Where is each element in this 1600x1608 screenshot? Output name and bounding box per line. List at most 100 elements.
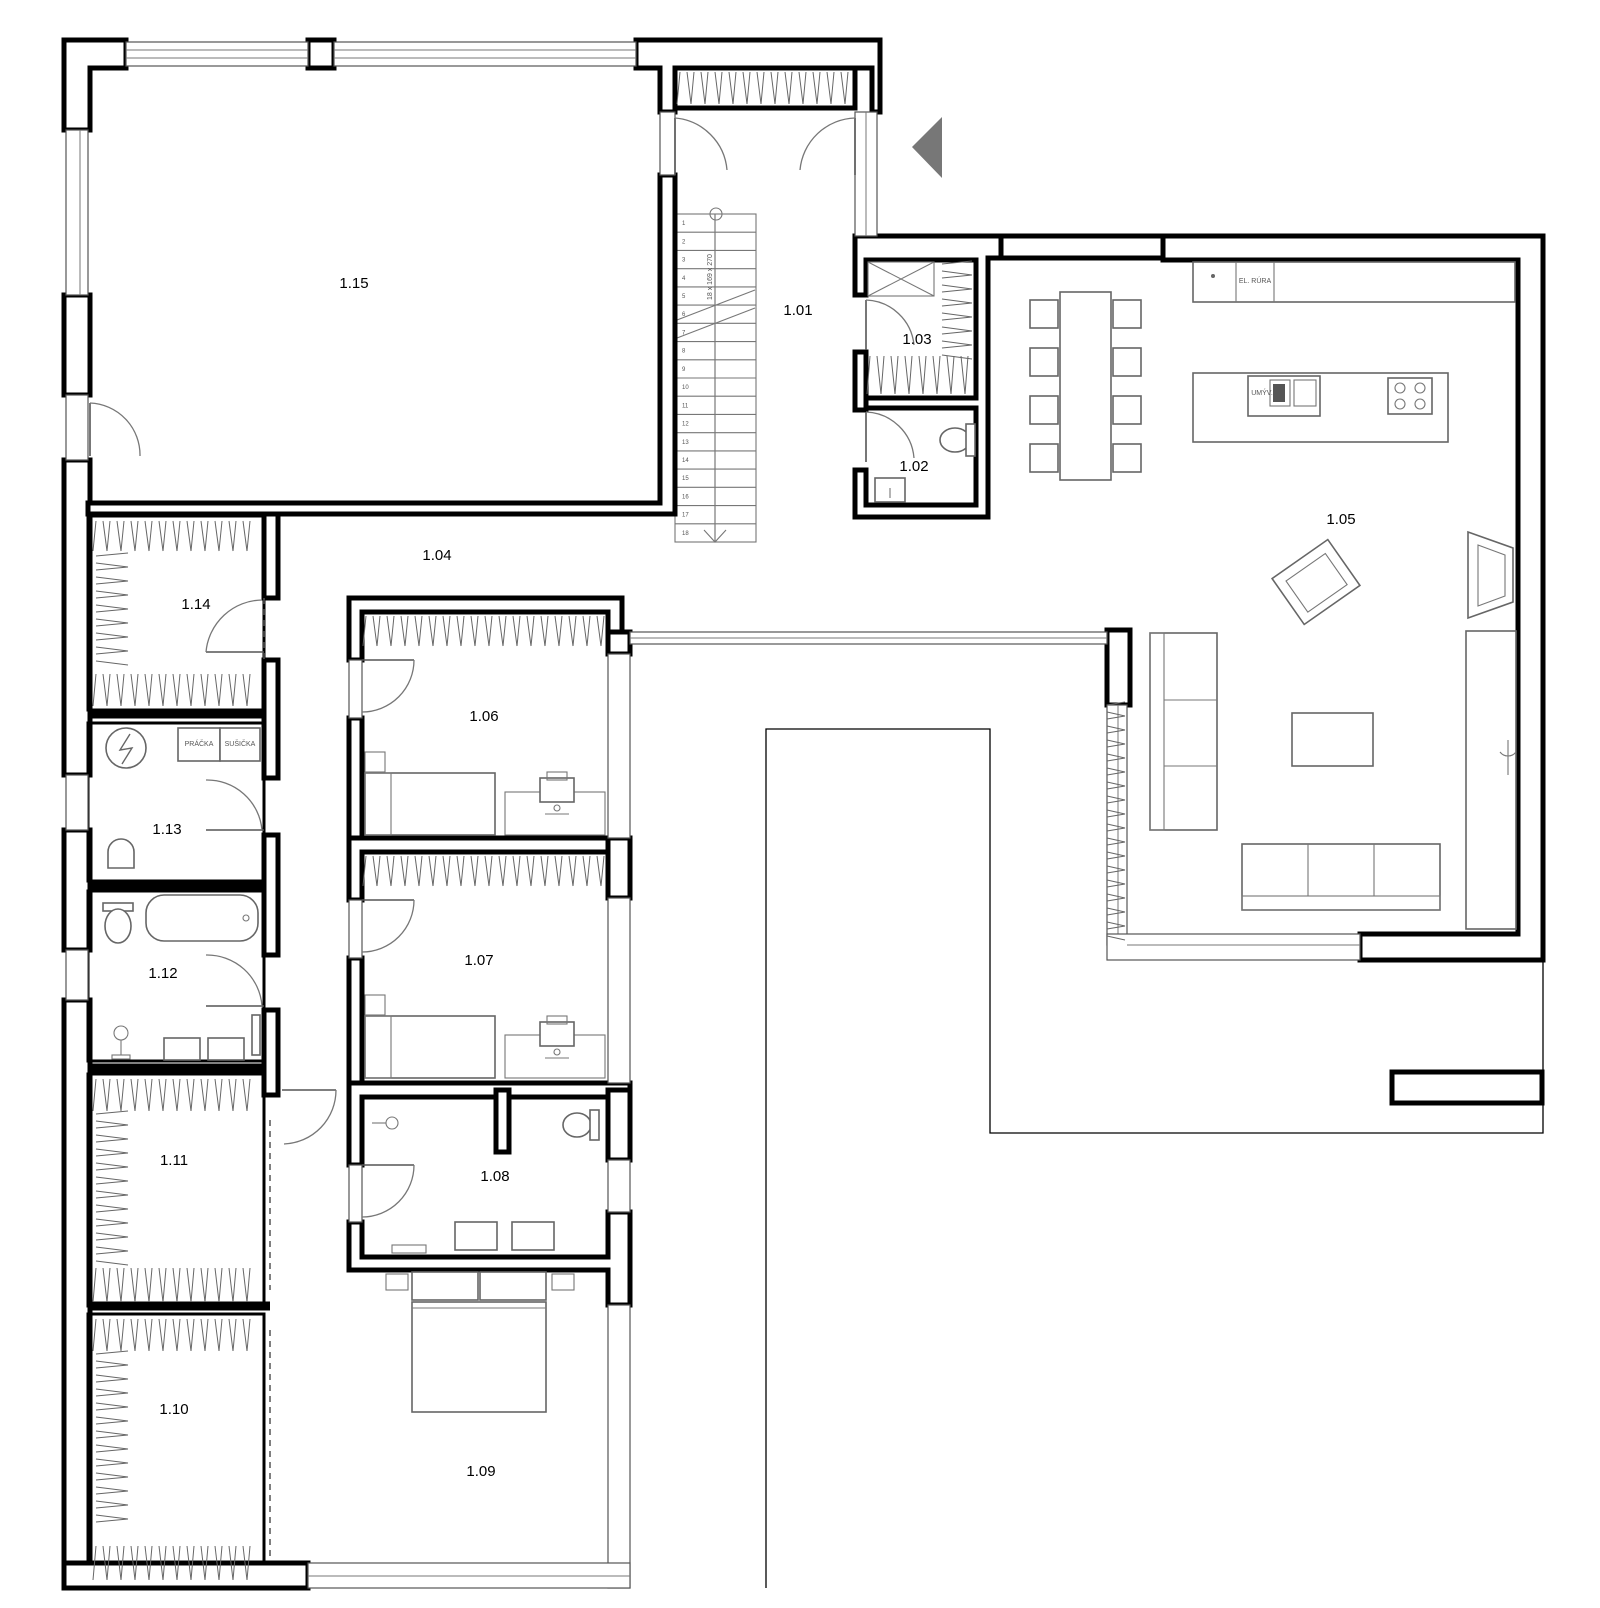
hatch-line — [200, 673, 206, 707]
hatch-line — [95, 1472, 129, 1478]
chair — [1029, 395, 1059, 425]
hatch-line — [228, 520, 234, 552]
hatch-line — [600, 855, 605, 887]
hatch-line — [102, 673, 108, 707]
hatch-line — [95, 660, 129, 666]
hatch-line — [95, 590, 129, 596]
hatch-line — [95, 1406, 129, 1411]
stair-step-number: 12 — [682, 422, 689, 428]
hatch-line — [186, 1318, 192, 1352]
entrance-arrow-icon — [912, 117, 942, 178]
hatch-line — [120, 1545, 125, 1581]
hatch-line — [95, 1124, 129, 1129]
hatch-line — [746, 71, 751, 105]
hatch-line — [232, 1267, 237, 1303]
hatch-line — [130, 1267, 136, 1303]
doors — [89, 117, 915, 1218]
hatch-line — [116, 1078, 122, 1112]
hatch-line — [690, 71, 695, 105]
hatch-line — [516, 615, 521, 647]
hatch-line — [544, 615, 549, 647]
wall-column — [1104, 627, 1133, 708]
hatch-line — [172, 1545, 178, 1581]
hatch-line — [1106, 739, 1126, 745]
hatch-line — [95, 1458, 129, 1464]
stair-step-number: 2 — [682, 239, 686, 245]
sofa-bottom — [1241, 843, 1441, 911]
hatch-line — [95, 1392, 129, 1397]
hatch-line — [95, 1166, 129, 1171]
hatch-line — [798, 71, 804, 105]
stair-step-number: 11 — [682, 403, 689, 409]
hatch-line — [92, 1267, 97, 1303]
hatch-line — [186, 1545, 192, 1581]
hatch-line — [95, 1476, 129, 1481]
hatch-line — [106, 673, 111, 707]
hatch-line — [941, 316, 973, 321]
hatch-line — [596, 615, 602, 647]
hatch-line — [544, 855, 549, 887]
storage-box — [867, 261, 935, 297]
hatch-line — [456, 855, 462, 887]
hatch-line — [106, 1267, 111, 1303]
hatch-line — [130, 520, 136, 552]
hatch-line — [714, 71, 720, 105]
hatch-line — [246, 1545, 251, 1581]
hatch-line — [1106, 813, 1126, 818]
hatch-line — [376, 615, 381, 647]
hatch-line — [1106, 799, 1126, 804]
hatch-line — [232, 1318, 237, 1352]
hatch-line — [941, 288, 973, 293]
hatch-line — [95, 576, 129, 582]
hatch-line — [134, 1545, 139, 1581]
hatch-line — [760, 71, 765, 105]
desk-chair-icon — [539, 771, 575, 815]
hatch-line — [941, 284, 973, 290]
hatch-line — [95, 646, 129, 652]
hatch-line — [95, 1180, 129, 1185]
hatch-line — [554, 855, 560, 887]
hatch-line — [95, 562, 129, 568]
hatch-line — [116, 520, 122, 552]
dining-table — [1059, 291, 1112, 481]
hatch-line — [204, 1267, 209, 1303]
hatch-line — [95, 1232, 129, 1238]
room-label-1-04: 1.04 — [422, 547, 451, 564]
stair-step-number: 10 — [682, 385, 689, 391]
hatch-line — [941, 270, 973, 276]
hatch-line — [950, 355, 955, 395]
hatch-line — [95, 622, 129, 627]
window-mullion — [305, 37, 337, 71]
hatch-line — [390, 615, 395, 647]
terrace-outline — [765, 728, 1545, 1588]
hatch-line — [432, 615, 437, 647]
hatch-line — [172, 673, 178, 707]
hatch-line — [586, 855, 591, 887]
hatch-line — [812, 71, 818, 105]
hatch-line — [428, 615, 434, 647]
hatch-line — [774, 71, 779, 105]
sink-label: UMÝV. — [1251, 388, 1273, 397]
hatch-line — [386, 855, 392, 887]
kitchen-counter — [1192, 261, 1516, 303]
towel-rail — [251, 1014, 261, 1056]
hatch-line — [232, 673, 237, 707]
hatch-line — [95, 1208, 129, 1213]
hatch-line — [686, 71, 692, 105]
wall-segment — [61, 292, 93, 398]
hatch-line — [95, 1378, 129, 1383]
wall-segment — [346, 955, 365, 1091]
hatch-line — [1106, 743, 1126, 748]
hatch-line — [190, 673, 195, 707]
stair-step-number: 9 — [682, 367, 686, 373]
hatch-line — [242, 1318, 248, 1352]
hatch-line — [92, 673, 97, 707]
shower-icon — [385, 1116, 399, 1130]
hatch-line — [1106, 725, 1126, 731]
hatch-line — [130, 1078, 136, 1112]
hatch-line — [386, 615, 392, 647]
hatch-line — [756, 71, 762, 105]
room-labels: 1.01 1.02 1.03 1.04 1.05 1.06 1.07 1.08 … — [148, 275, 1355, 1480]
hatch-line — [176, 1318, 181, 1352]
hatch-line — [95, 1500, 129, 1506]
